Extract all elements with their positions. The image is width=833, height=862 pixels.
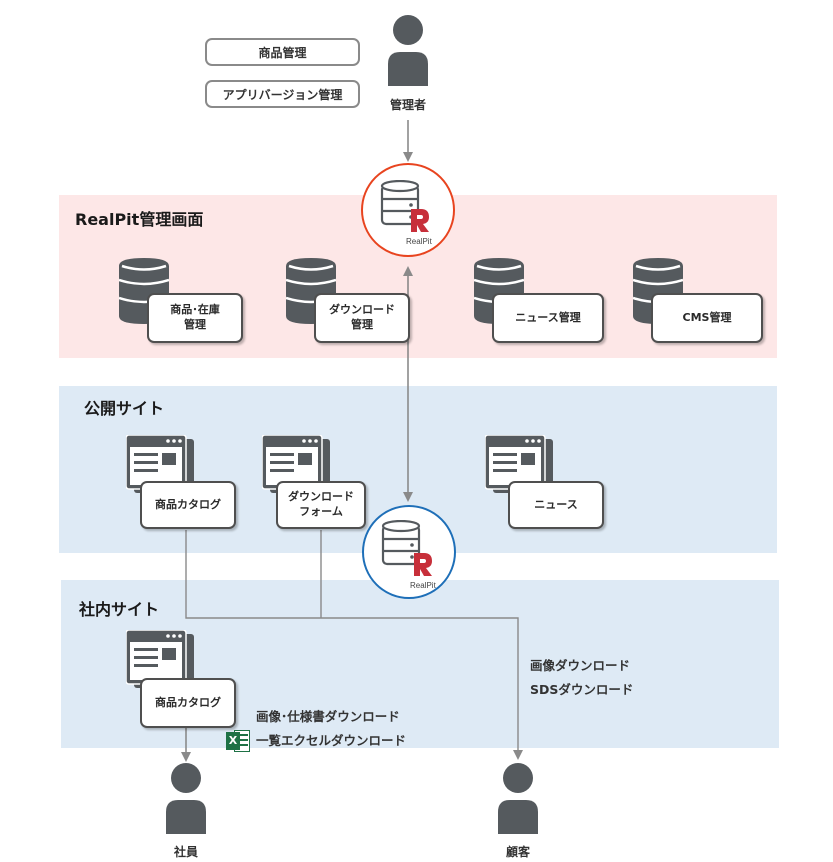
- database-icon: [381, 520, 421, 566]
- customer-person-icon: [498, 763, 538, 834]
- admin-card-download: ダウンロード管理: [314, 293, 410, 343]
- realpit-admin-title: RealPit管理画面: [75, 210, 204, 229]
- database-icon: [380, 180, 420, 226]
- realpit-top-text: RealPit: [406, 237, 432, 246]
- browser-window-icon: [262, 435, 330, 493]
- realpit-bottom-text: RealPit: [410, 581, 436, 590]
- admin-card-news: ニュース管理: [492, 293, 604, 343]
- customer-label: 顧客: [505, 845, 530, 859]
- internal-site-title: 社内サイト: [79, 600, 160, 619]
- admin-card-product-stock: 商品･在庫管理: [147, 293, 243, 343]
- browser-window-icon: [485, 435, 553, 493]
- browser-window-icon: [126, 630, 194, 688]
- product-management-pill: 商品管理: [205, 38, 360, 66]
- admin-label: 管理者: [389, 98, 426, 112]
- public-site-title: 公開サイト: [84, 399, 165, 418]
- realpit-top-badge: RealPit: [361, 163, 455, 257]
- public-card-download-form: ダウンロードフォーム: [276, 481, 366, 529]
- employee-label: 社員: [173, 845, 198, 859]
- realpit-logo-icon: [411, 209, 429, 232]
- realpit-bottom-badge: RealPit: [362, 505, 456, 599]
- internal-card-catalog: 商品カタログ: [140, 678, 236, 728]
- admin-person-icon: [388, 15, 428, 86]
- catalog-to-customer-line: [185, 530, 523, 760]
- customer-download-note: 画像ダウンロード SDSダウンロード: [530, 658, 634, 697]
- app-version-management-pill: アプリバージョン管理: [205, 80, 360, 108]
- public-card-catalog: 商品カタログ: [140, 481, 236, 529]
- excel-icon: X: [226, 728, 250, 754]
- employee-download-note: 画像･仕様書ダウンロード 一覧エクセルダウンロード: [256, 709, 407, 748]
- browser-window-icon: [126, 435, 194, 493]
- public-card-news: ニュース: [508, 481, 604, 529]
- employee-person-icon: [166, 763, 206, 834]
- admin-card-cms: CMS管理: [651, 293, 763, 343]
- realpit-logo-icon: [414, 553, 432, 576]
